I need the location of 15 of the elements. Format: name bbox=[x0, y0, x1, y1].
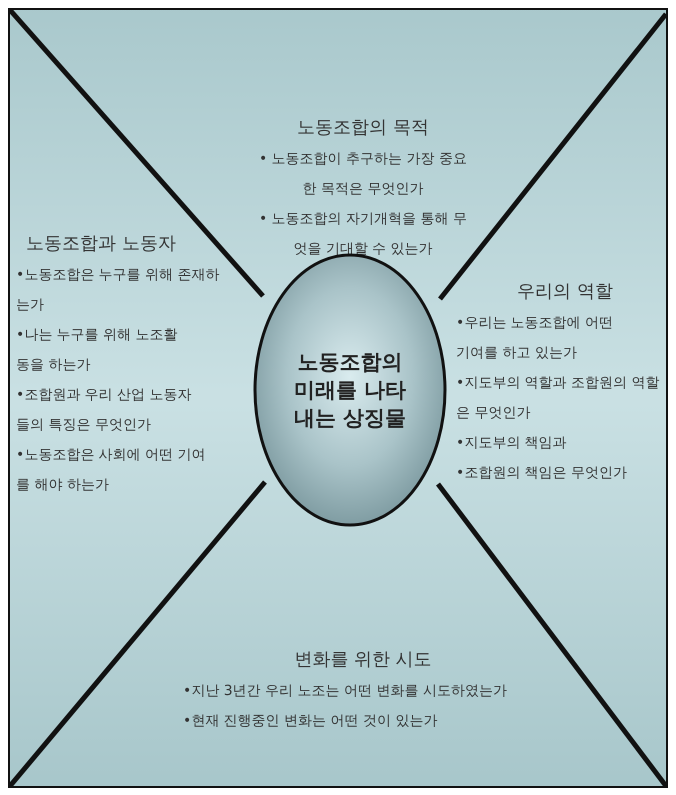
bullet-text: •나는 누구를 위해 노조활동을 하는가 bbox=[16, 326, 179, 375]
section-heading: 변화를 위한 시도 bbox=[293, 648, 433, 672]
section-heading: 노동조합과 노동자 bbox=[25, 232, 177, 256]
bullet-text: •지도부의 책임과 bbox=[456, 434, 568, 453]
bullet-text: •지도부의 역할과 조합원의 역할은 무엇인가 bbox=[456, 374, 661, 423]
bullet-text: •지난 3년간 우리 노조는 어떤 변화를 시도하였는가 bbox=[183, 682, 508, 701]
bullet-text: •조합원과 우리 산업 노동자들의 특징은 무엇인가 bbox=[16, 386, 193, 435]
bullet-text: •노동조합은 사회에 어떤 기여를 해야 하는가 bbox=[16, 446, 207, 495]
bullet-text: •노동조합은 누구를 위해 존재하는가 bbox=[16, 266, 221, 315]
section-heading: 노동조합의 목적 bbox=[296, 116, 430, 140]
bullet-text: •현재 진행중인 변화는 어떤 것이 있는가 bbox=[183, 712, 439, 731]
bullet-text: •우리는 노동조합에 어떤 기여를 하고 있는가 bbox=[456, 314, 614, 363]
section-heading: 우리의 역할 bbox=[516, 280, 614, 304]
bullet-text: • 노동조합이 추구하는 가장 중요한 목적은 무엇인가 bbox=[258, 150, 468, 199]
bullet-text: •조합원의 책임은 무엇인가 bbox=[456, 464, 628, 483]
